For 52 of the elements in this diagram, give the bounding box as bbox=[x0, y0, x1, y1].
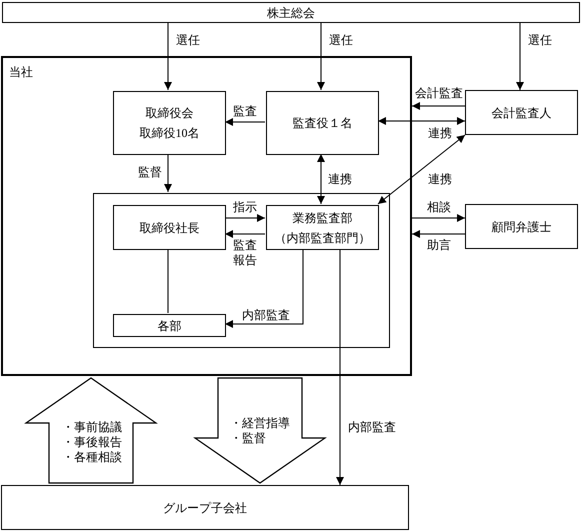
org-box bbox=[266, 91, 379, 155]
arrow bbox=[224, 230, 266, 238]
edge-label: 監査報告 bbox=[233, 238, 259, 268]
org-box bbox=[113, 314, 226, 337]
group-frame bbox=[93, 193, 390, 348]
subsidiary-band bbox=[1, 485, 409, 530]
node-label: 取締役10名 bbox=[140, 125, 200, 142]
edge-label: 会計監査 bbox=[415, 86, 463, 101]
arrow bbox=[224, 118, 266, 126]
arrow bbox=[336, 248, 344, 486]
node-label: 顧問弁護士 bbox=[492, 218, 552, 236]
edge-label: 連携 bbox=[328, 172, 352, 187]
company-frame bbox=[1, 56, 412, 376]
arrow bbox=[412, 214, 466, 222]
node-label: 株主総会 bbox=[267, 4, 315, 22]
node-label: 当社 bbox=[9, 64, 33, 81]
edge-label: 内部監査 bbox=[242, 308, 290, 323]
arrow bbox=[317, 154, 325, 204]
edge-label: 相談 bbox=[427, 200, 451, 215]
org-box bbox=[465, 90, 578, 135]
arrow bbox=[378, 117, 466, 125]
org-box bbox=[113, 91, 226, 155]
edge-label: 選任 bbox=[176, 33, 200, 48]
node-label: 会計監査人 bbox=[492, 104, 552, 122]
arrow bbox=[224, 214, 266, 222]
arrow bbox=[317, 22, 325, 90]
edge-label: 監査 bbox=[233, 104, 257, 119]
arrow bbox=[516, 22, 524, 90]
edge-label: 内部監査 bbox=[348, 420, 396, 435]
edge-label: 連携 bbox=[428, 172, 452, 187]
node-label: グループ子会社 bbox=[163, 500, 247, 516]
node-label: 各部 bbox=[158, 318, 182, 334]
edge-label: 指示 bbox=[233, 200, 257, 215]
edge-label: 連携 bbox=[428, 126, 452, 141]
edge-label: 監督 bbox=[138, 165, 162, 180]
arrow bbox=[164, 22, 172, 90]
node-label: 取締役会 bbox=[146, 105, 194, 122]
node-label: 業務監査部（内部監査部門） bbox=[274, 210, 372, 246]
org-box bbox=[465, 204, 578, 249]
edge-label: 選任 bbox=[528, 33, 552, 48]
org-box bbox=[113, 205, 226, 250]
node-label: 監査役１名 bbox=[292, 115, 352, 132]
edge-label: 選任 bbox=[329, 33, 353, 48]
arrow bbox=[224, 248, 304, 328]
org-box bbox=[266, 205, 379, 250]
node-label: 取締役社長 bbox=[140, 220, 200, 236]
arrow bbox=[378, 134, 466, 204]
edge-label: 助言 bbox=[427, 238, 451, 253]
arrow bbox=[164, 154, 172, 192]
arrow bbox=[412, 102, 466, 110]
arrow bbox=[412, 230, 466, 238]
meeting-band bbox=[2, 2, 580, 23]
